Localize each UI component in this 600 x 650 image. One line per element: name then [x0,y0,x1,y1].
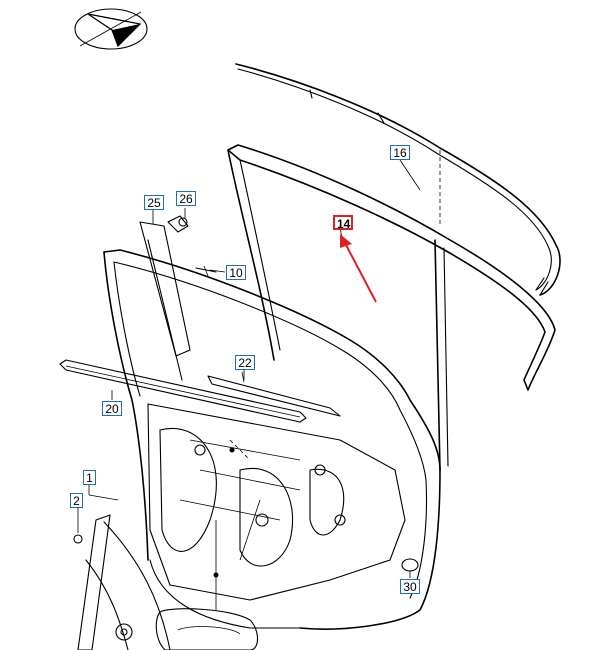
callout-2[interactable]: 2 [70,493,83,508]
direction-arrow-icon [74,8,148,50]
callout-22[interactable]: 22 [235,355,255,370]
inner-waist-seal [207,371,341,417]
callout-1[interactable]: 1 [83,470,96,485]
callout-16[interactable]: 16 [390,145,410,160]
callout-10[interactable]: 10 [226,265,246,280]
callout-26[interactable]: 26 [176,191,196,206]
door-inner-panel [147,403,406,601]
window-channel [139,215,217,381]
callout-25[interactable]: 25 [144,195,164,210]
door-handle-housing [155,608,259,650]
callout-leader-lines [88,159,421,610]
callout-14-highlighted[interactable]: 14 [333,215,353,231]
outer-waist-strip [59,359,307,423]
callout-30[interactable]: 30 [400,579,420,594]
plug-30 [401,558,419,572]
window-regulator [73,508,171,650]
door-frame [103,249,441,630]
callout-20[interactable]: 20 [102,401,122,416]
door-window-glass [227,144,556,471]
highlight-pointer-arrow [340,234,377,303]
roof-seal-strip [235,63,561,296]
